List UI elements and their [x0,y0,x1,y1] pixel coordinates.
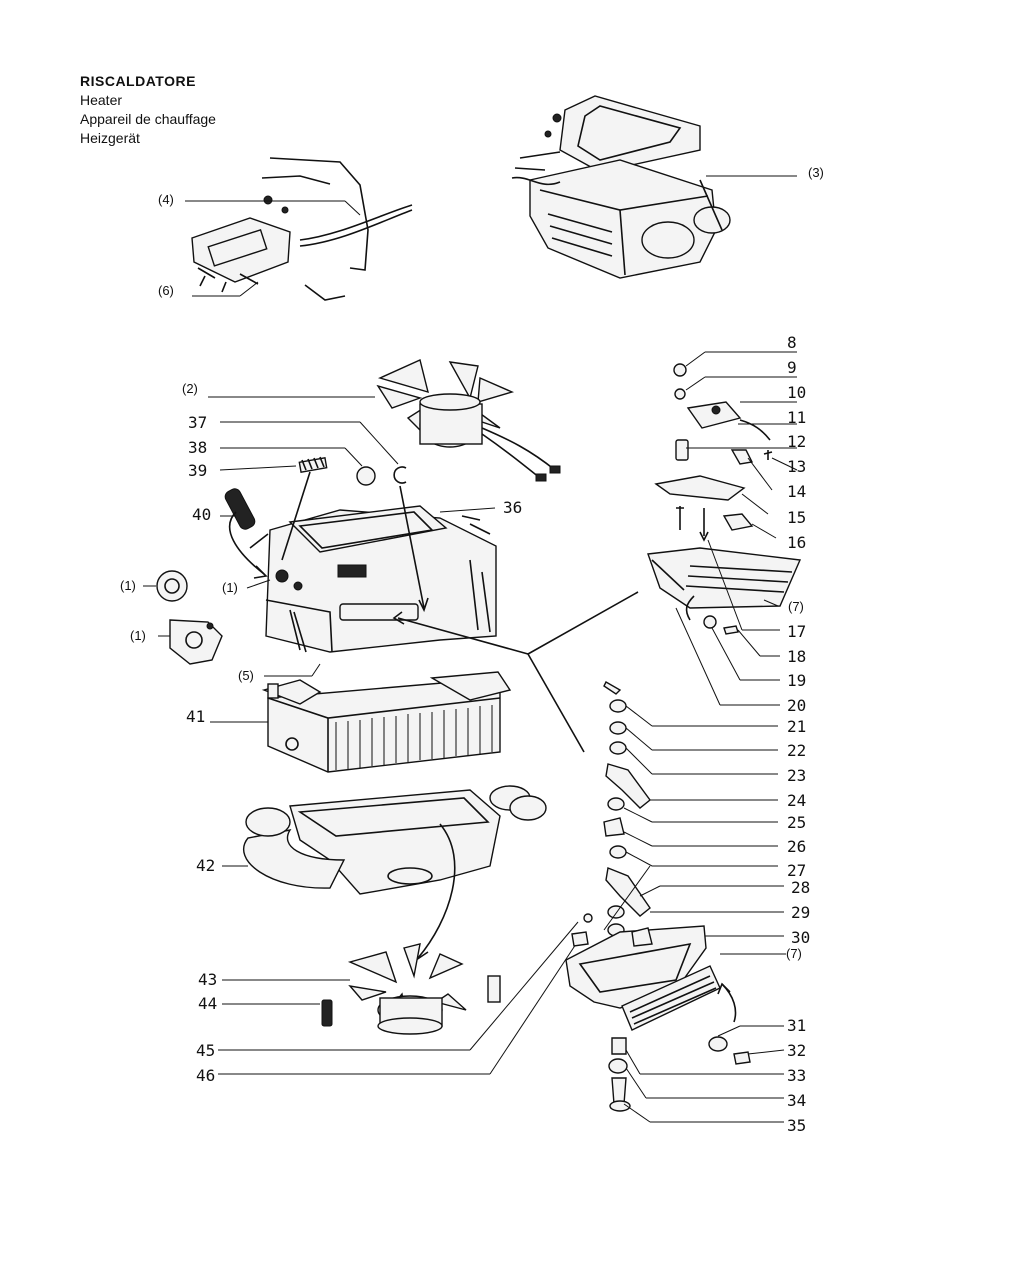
callout-29: 29 [791,903,810,922]
small-parts-upper-left [224,456,407,530]
callout-35: 35 [787,1116,806,1135]
callout-24: 24 [787,791,806,810]
callout-2: (2) [182,381,198,396]
callout-1a: (1) [120,578,136,593]
callout-26: 26 [787,837,806,856]
callout-4: (4) [158,192,174,207]
callout-15: 15 [787,508,806,527]
vent-grille-upper [647,547,802,635]
leader-lines-8-16 [685,351,798,539]
callout-10: 10 [787,383,806,402]
callout-39: 39 [188,461,207,480]
callout-43: 43 [198,970,217,989]
title-block: RISCALDATORE Heater Appareil de chauffag… [80,72,216,148]
title-english: Heater [80,92,123,108]
callout-3: (3) [808,165,824,180]
callout-20: 20 [787,696,806,715]
vent-housing-lower [565,913,751,1112]
leader-line-36 [439,507,496,513]
leader-lines-valve [143,579,321,677]
callout-7b: (7) [786,946,802,961]
callout-40: 40 [192,505,211,524]
callout-42: 42 [196,856,215,875]
callout-38: 38 [188,438,207,457]
arrow-39-to-housing [281,471,311,561]
callout-45: 45 [196,1041,215,1060]
arrowhead-37 [418,597,429,613]
callout-9: 9 [787,358,797,377]
lower-housing [242,785,547,895]
callout-46: 46 [196,1066,215,1085]
callout-27: 27 [787,861,806,880]
callout-30: 30 [791,928,810,947]
leader-lines-17-20 [675,539,780,706]
callout-22: 22 [787,741,806,760]
callout-12: 12 [787,432,806,451]
callout-7a: (7) [788,599,804,614]
callout-1b: (1) [222,580,238,595]
callout-11: 11 [787,408,806,427]
arrow-42-to-43 [417,823,456,959]
washer-stack [603,681,651,937]
arrow-37-to-housing [399,485,425,609]
leader-lines-43-46 [218,921,579,1075]
control-lever-parts [654,363,773,542]
dashboard-control-detail [191,157,413,301]
callout-labels: (4) (6) (3) (2) (1) (1) (1) (5) (7) (7) … [120,165,824,1135]
callout-37: 37 [188,413,207,432]
leader-lines-21-30 [603,705,784,937]
title-french: Appareil de chauffage [80,111,216,127]
callout-36: 36 [503,498,522,517]
callout-16: 16 [787,533,806,552]
callout-34: 34 [787,1091,806,1110]
connector-lines [392,591,639,753]
callout-25: 25 [787,813,806,832]
callout-19: 19 [787,671,806,690]
callout-41: 41 [186,707,205,726]
radiator-fins [335,705,493,770]
callout-17: 17 [787,622,806,641]
arrow-40-to-housing [228,511,265,575]
callout-21: 21 [787,717,806,736]
callout-8: 8 [787,333,797,352]
arrowhead-40 [253,565,268,579]
assembled-heater-unit [511,95,731,279]
callout-13: 13 [787,457,806,476]
callout-1c: (1) [130,628,146,643]
callout-5: (5) [238,668,254,683]
title-german: Heizgerät [80,130,140,146]
callout-18: 18 [787,647,806,666]
blower-fan-lower [321,943,501,1035]
valve-detail-parts [156,570,223,665]
callout-32: 32 [787,1041,806,1060]
callout-28: 28 [791,878,810,897]
title-italian: RISCALDATORE [80,73,196,89]
callout-6: (6) [158,283,174,298]
leader-lines-top-left [185,200,361,297]
blower-motor-top [376,359,561,482]
callout-44: 44 [198,994,217,1013]
leader-lines-31-35 [623,953,786,1123]
callout-23: 23 [787,766,806,785]
callout-14: 14 [787,482,806,501]
callout-33: 33 [787,1066,806,1085]
radiator-core [261,671,512,773]
heater-housing [249,505,497,653]
callout-31: 31 [787,1016,806,1035]
